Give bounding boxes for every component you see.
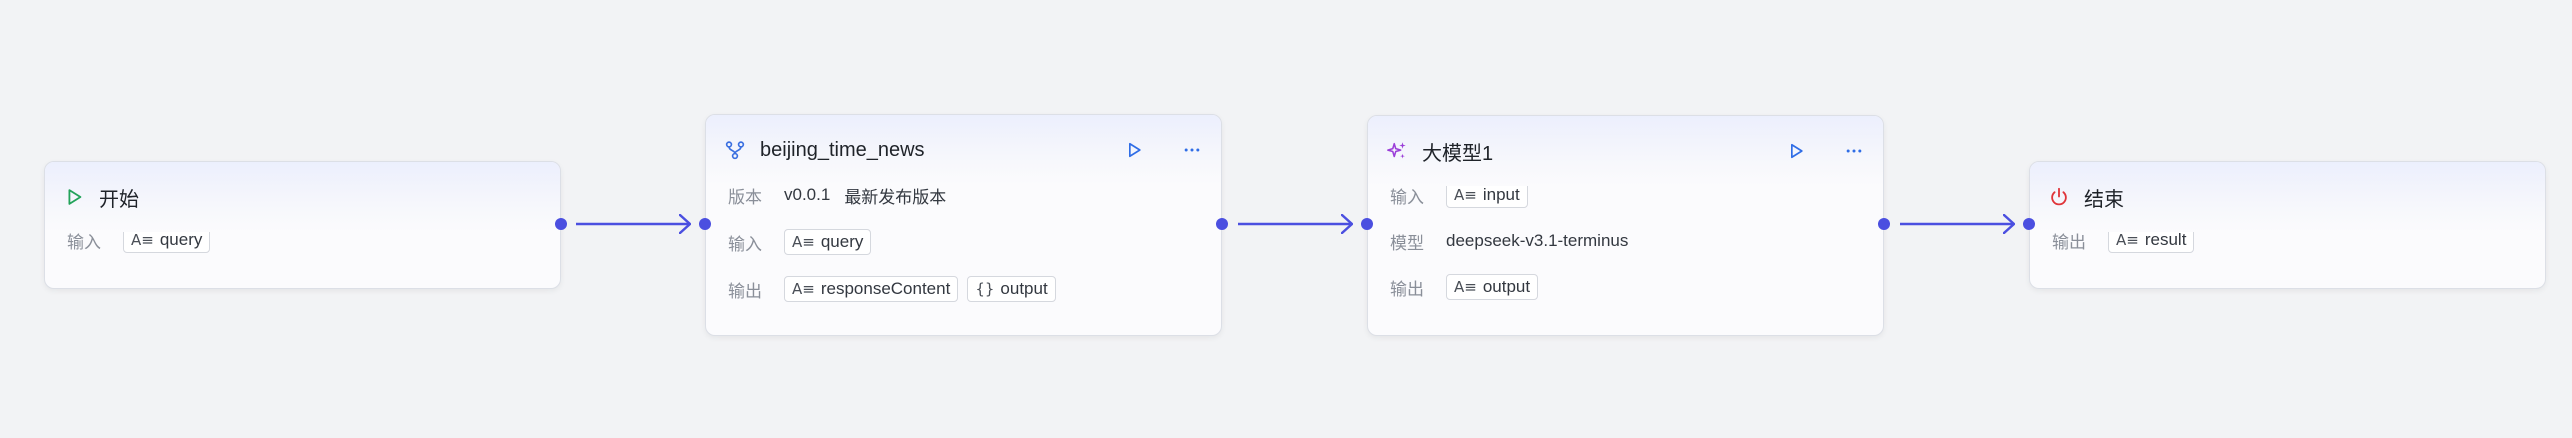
tool-output-label: 输出 [728, 281, 762, 301]
more-icon [1184, 148, 1200, 152]
play-icon [63, 186, 85, 208]
play-icon [1791, 143, 1803, 159]
variable-tag: A≡ output [1446, 274, 1539, 300]
variable-tag-label: output [1000, 279, 1048, 298]
tool-output-row: 输出 A≡ responseContent {} output [728, 275, 1221, 303]
end-input-port[interactable] [2023, 218, 2035, 230]
tool-input-label: 输入 [728, 234, 762, 254]
llm-output-row: 输出 A≡ output [1390, 273, 1883, 301]
start-input-row: 输入 A≡ query [67, 226, 560, 254]
text-variable-icon: A≡ [131, 231, 154, 249]
variable-tag-label: query [820, 232, 864, 251]
llm-node-title: 大模型1 [1422, 142, 1494, 165]
llm-output-label: 输出 [1390, 279, 1424, 299]
text-variable-icon: A≡ [792, 280, 815, 298]
variable-tag-label: input [1482, 185, 1520, 204]
variable-tag: A≡ responseContent [784, 276, 959, 302]
sparkle-icon [1386, 140, 1408, 162]
more-button[interactable] [1843, 140, 1865, 162]
llm-input-port[interactable] [1361, 218, 1373, 230]
llm-node-actions [1785, 116, 1865, 186]
more-icon [1846, 149, 1862, 153]
llm-model-label: 模型 [1390, 233, 1424, 253]
text-variable-icon: A≡ [792, 233, 815, 251]
more-button[interactable] [1181, 139, 1203, 161]
tool-version-note: 最新发布版本 [844, 187, 947, 207]
tool-version-value: v0.0.1 [784, 185, 831, 204]
llm-model-value: deepseek-v3.1-terminus [1446, 231, 1629, 250]
start-node-title: 开始 [99, 188, 139, 211]
power-icon [2048, 186, 2070, 208]
start-output-port[interactable] [555, 218, 567, 230]
tool-input-row: 输入 A≡ query [728, 228, 1221, 256]
tool-output-port[interactable] [1216, 218, 1228, 230]
play-icon [1129, 142, 1141, 158]
variable-tag: A≡ query [784, 229, 872, 255]
variable-tag-label: result [2144, 230, 2187, 249]
llm-node[interactable]: 大模型1 输入 A≡ input 模型 deepseek-v3.1-termin… [1367, 115, 1884, 336]
variable-tag-label: responseContent [820, 279, 951, 298]
variable-tag: A≡ input [1446, 182, 1528, 208]
tool-node-title: beijing_time_news [760, 138, 925, 161]
variable-tag: A≡ query [123, 227, 211, 253]
text-variable-icon: A≡ [2116, 231, 2139, 249]
text-variable-icon: A≡ [1454, 278, 1477, 296]
end-output-label: 输出 [2052, 232, 2086, 252]
end-node-title: 结束 [2084, 188, 2124, 211]
object-variable-icon: {} [975, 280, 995, 298]
llm-node-header[interactable]: 大模型1 [1368, 116, 1883, 186]
run-button[interactable] [1123, 139, 1145, 161]
branch-icon [724, 139, 746, 161]
llm-input-label: 输入 [1390, 187, 1424, 207]
tool-node-header[interactable]: beijing_time_news [706, 115, 1221, 185]
variable-tag-label: query [159, 230, 203, 249]
run-button[interactable] [1785, 140, 1807, 162]
variable-tag-label: output [1482, 277, 1531, 296]
llm-input-row: 输入 A≡ input [1390, 181, 1883, 209]
tool-version-label: 版本 [728, 187, 762, 207]
tool-version-row: 版本 v0.0.1 最新发布版本 [728, 181, 1221, 209]
start-input-label: 输入 [67, 232, 101, 252]
llm-output-port[interactable] [1878, 218, 1890, 230]
start-node[interactable]: 开始 输入 A≡ query [44, 161, 561, 289]
end-node-header[interactable]: 结束 [2030, 162, 2545, 232]
tool-input-port[interactable] [699, 218, 711, 230]
start-node-header[interactable]: 开始 [45, 162, 560, 232]
end-node[interactable]: 结束 输出 A≡ result [2029, 161, 2546, 289]
llm-model-row: 模型 deepseek-v3.1-terminus [1390, 227, 1883, 255]
tool-node-actions [1123, 115, 1203, 185]
text-variable-icon: A≡ [1454, 186, 1477, 204]
tool-node[interactable]: beijing_time_news 版本 v0.0.1 最新发布版本 输入 A≡… [705, 114, 1222, 336]
variable-tag: {} output [967, 276, 1056, 302]
